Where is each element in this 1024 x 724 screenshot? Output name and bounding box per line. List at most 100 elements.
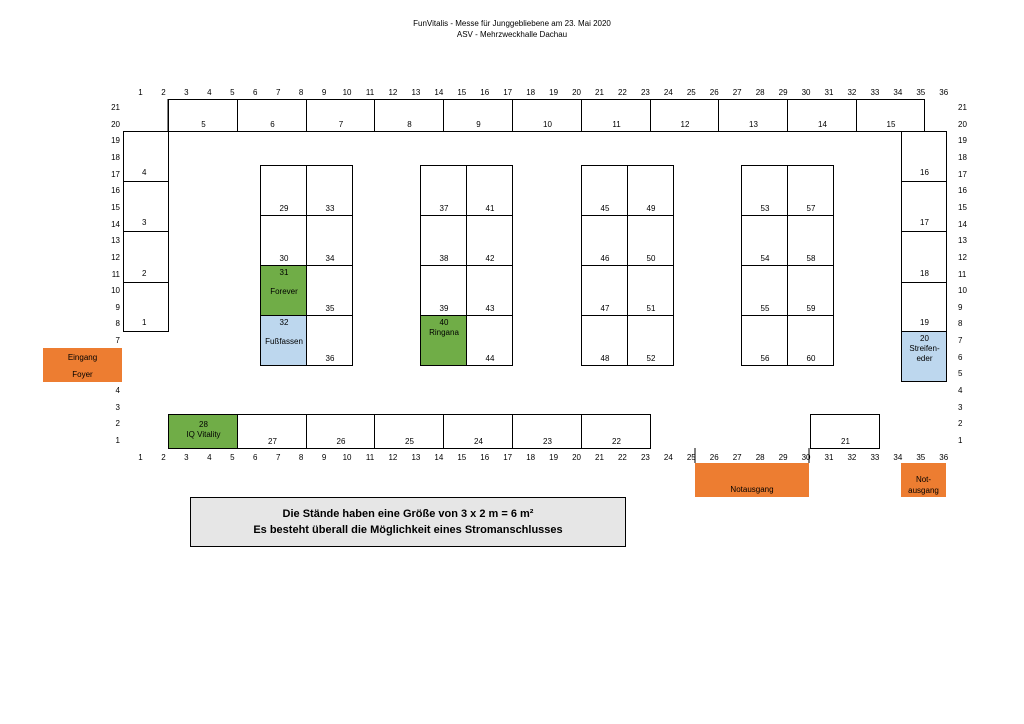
- stand-47[interactable]: 47: [581, 265, 628, 316]
- x-axis-label-bottom: 29: [778, 453, 788, 462]
- stand-56[interactable]: 56: [741, 315, 788, 366]
- stand-label-21: 21: [841, 437, 850, 446]
- stand-13[interactable]: 13: [718, 99, 788, 132]
- stand-53[interactable]: 53: [741, 165, 788, 216]
- stand-60[interactable]: 60: [787, 315, 834, 366]
- stand-16[interactable]: 16: [901, 131, 947, 182]
- info-note-line-2: Es besteht überall die Möglichkeit eines…: [253, 524, 563, 536]
- stand-12[interactable]: 12: [650, 99, 719, 132]
- stand-44[interactable]: 44: [466, 315, 513, 366]
- stand-10[interactable]: 10: [512, 99, 582, 132]
- emergency-exit-main[interactable]: [695, 463, 809, 497]
- x-axis-label-bottom: 9: [321, 453, 327, 462]
- stand-27[interactable]: 27: [237, 414, 307, 449]
- stand-17[interactable]: 17: [901, 181, 947, 232]
- stand-number-32: 32: [279, 318, 289, 327]
- stand-52[interactable]: 52: [627, 315, 674, 366]
- stand-8[interactable]: 8: [374, 99, 444, 132]
- stand-37[interactable]: 37: [420, 165, 467, 216]
- stand-5[interactable]: 5: [168, 99, 238, 132]
- stand-59[interactable]: 59: [787, 265, 834, 316]
- x-axis-label-top: 18: [526, 88, 536, 97]
- stand-3[interactable]: 3: [123, 181, 169, 232]
- stand-19[interactable]: 19: [901, 282, 947, 332]
- stand-2[interactable]: 2: [123, 231, 169, 283]
- stand-45[interactable]: 45: [581, 165, 628, 216]
- stand-36[interactable]: 36: [306, 315, 353, 366]
- y-axis-label-left: 9: [115, 302, 120, 312]
- entrance-foyer[interactable]: [43, 348, 122, 382]
- stand-25[interactable]: 25: [374, 414, 444, 449]
- x-axis-label-bottom: 34: [893, 453, 903, 462]
- x-axis-label-bottom: 27: [732, 453, 742, 462]
- stand-label-14: 14: [818, 120, 827, 129]
- x-axis-label-bottom: 5: [230, 453, 235, 462]
- stand-43[interactable]: 43: [466, 265, 513, 316]
- stand-57[interactable]: 57: [787, 165, 834, 216]
- emergency-exit-side[interactable]: [901, 463, 946, 497]
- stand-4[interactable]: 4: [123, 131, 169, 182]
- y-axis-label-right: 20: [958, 119, 967, 129]
- stand-38[interactable]: 38: [420, 215, 467, 266]
- stand-label-49: 49: [646, 204, 656, 213]
- x-axis-label-bottom: 19: [549, 453, 559, 462]
- stand-29[interactable]: 29: [260, 165, 307, 216]
- stand-label-44: 44: [485, 354, 495, 363]
- stand-24[interactable]: 24: [443, 414, 513, 449]
- stand-22[interactable]: 22: [581, 414, 651, 449]
- stand-21[interactable]: 21: [810, 414, 880, 449]
- stand-30[interactable]: 30: [260, 215, 307, 266]
- y-axis-label-left: 19: [111, 136, 120, 146]
- stand-1[interactable]: 1: [123, 282, 169, 332]
- stand-15[interactable]: 15: [856, 99, 925, 132]
- stand-label-55: 55: [760, 304, 770, 313]
- stand-55[interactable]: 55: [741, 265, 788, 316]
- stand-number-31: 31: [279, 268, 289, 277]
- stand-23[interactable]: 23: [512, 414, 582, 449]
- y-axis-label-right: 9: [958, 302, 963, 312]
- stand-49[interactable]: 49: [627, 165, 674, 216]
- stand-label-17: 17: [920, 218, 929, 227]
- stand-35[interactable]: 35: [306, 265, 353, 316]
- stand-34[interactable]: 34: [306, 215, 353, 266]
- stand-label-29: 29: [279, 204, 289, 213]
- stand-6[interactable]: 6: [237, 99, 307, 132]
- x-axis-label-top: 29: [778, 88, 788, 97]
- stand-7[interactable]: 7: [306, 99, 375, 132]
- stand-33[interactable]: 33: [306, 165, 353, 216]
- stand-46[interactable]: 46: [581, 215, 628, 266]
- stand-11[interactable]: 11: [581, 99, 651, 132]
- stand-number-20: 20: [920, 334, 929, 343]
- x-axis-label-bottom: 12: [388, 453, 398, 462]
- stand-9[interactable]: 9: [443, 99, 513, 132]
- stand-label-39: 39: [439, 304, 449, 313]
- stand-51[interactable]: 51: [627, 265, 674, 316]
- stand-39[interactable]: 39: [420, 265, 467, 316]
- stand-50[interactable]: 50: [627, 215, 674, 266]
- stand-14[interactable]: 14: [787, 99, 857, 132]
- stand-label-19: 19: [920, 318, 929, 327]
- stand-label-34: 34: [325, 254, 335, 263]
- stand-18[interactable]: 18: [901, 231, 947, 283]
- stand-48[interactable]: 48: [581, 315, 628, 366]
- stand-42[interactable]: 42: [466, 215, 513, 266]
- stand-26[interactable]: 26: [306, 414, 375, 449]
- x-axis-label-top: 12: [388, 88, 398, 97]
- x-axis-label-top: 19: [549, 88, 559, 97]
- x-axis-label-top: 7: [275, 88, 281, 97]
- x-axis-label-top: 30: [801, 88, 811, 97]
- stand-54[interactable]: 54: [741, 215, 788, 266]
- foyer-label: Foyer: [72, 370, 93, 379]
- x-axis-label-top: 21: [595, 88, 604, 97]
- stand-41[interactable]: 41: [466, 165, 513, 216]
- x-axis-label-bottom: 24: [663, 453, 673, 462]
- x-axis-label-top: 16: [480, 88, 490, 97]
- y-axis-label-left: 7: [115, 336, 120, 346]
- stand-label-56: 56: [760, 354, 770, 363]
- stand-58[interactable]: 58: [787, 215, 834, 266]
